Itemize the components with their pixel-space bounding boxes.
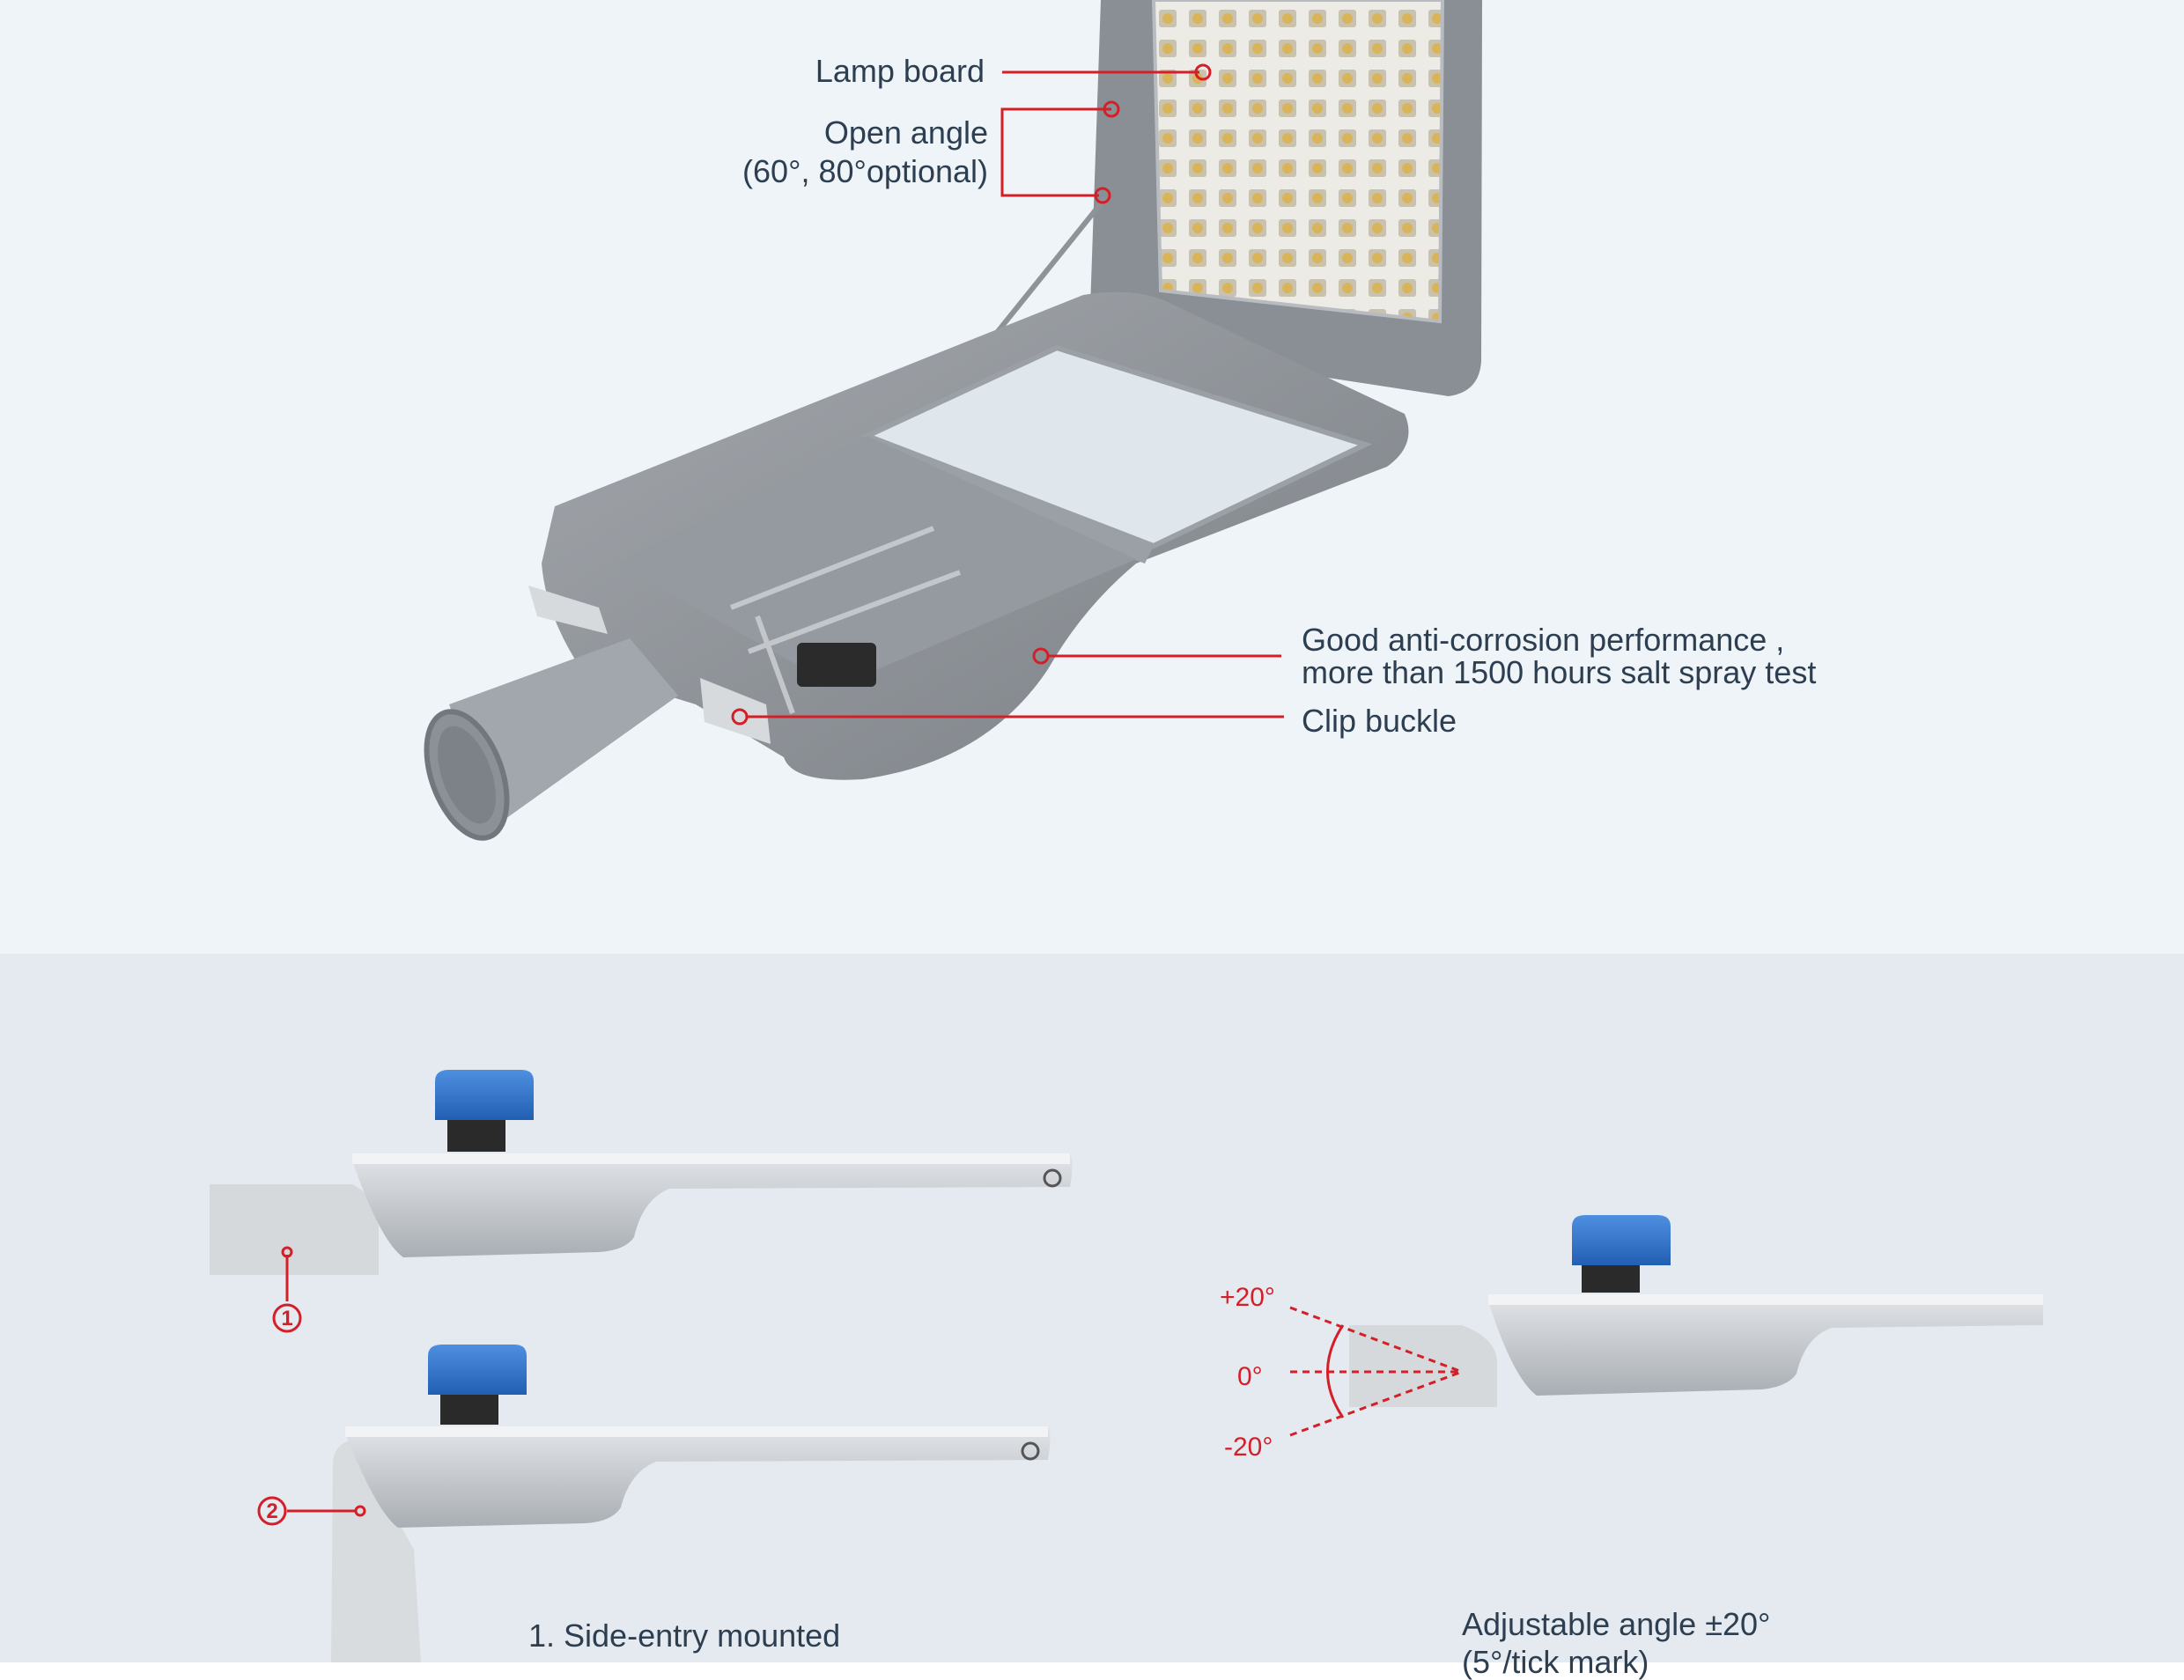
callout-lines [731, 63, 1284, 726]
clip-buckle-label: Clip buckle [1302, 703, 1457, 739]
adjustable-angle-lamp-illustration [1349, 1215, 2043, 1407]
zero-label: 0° [1237, 1362, 1263, 1391]
side-entry-caption: 1. Side-entry mounted [528, 1617, 841, 1654]
marker-1: 1 [281, 1307, 293, 1330]
open-angle-label: Open angle [823, 114, 988, 151]
angle-indicator-lines [1289, 1306, 1463, 1437]
mounting-markers [257, 1246, 366, 1526]
salt-spray-label: more than 1500 hours salt spray test [1302, 654, 1817, 690]
post-top-lamp-illustration [331, 1345, 1051, 1662]
open-angle-options-label: (60°, 80°optional) [742, 153, 988, 189]
angle-arc [1326, 1324, 1345, 1418]
adjustable-angle-caption: Adjustable angle ±20° [1462, 1606, 1771, 1642]
anti-corrosion-label: Good anti-corrosion performance , [1302, 622, 1785, 658]
minus-20-label: -20° [1224, 1433, 1273, 1462]
marker-2: 2 [266, 1499, 278, 1523]
side-entry-lamp-illustration [210, 1070, 1073, 1275]
plus-20-label: +20° [1220, 1283, 1275, 1312]
lamp-board-label: Lamp board [815, 53, 985, 89]
tick-mark-caption: (5°/tick mark) [1462, 1644, 1649, 1680]
open-luminaire-illustration [424, 0, 1482, 841]
